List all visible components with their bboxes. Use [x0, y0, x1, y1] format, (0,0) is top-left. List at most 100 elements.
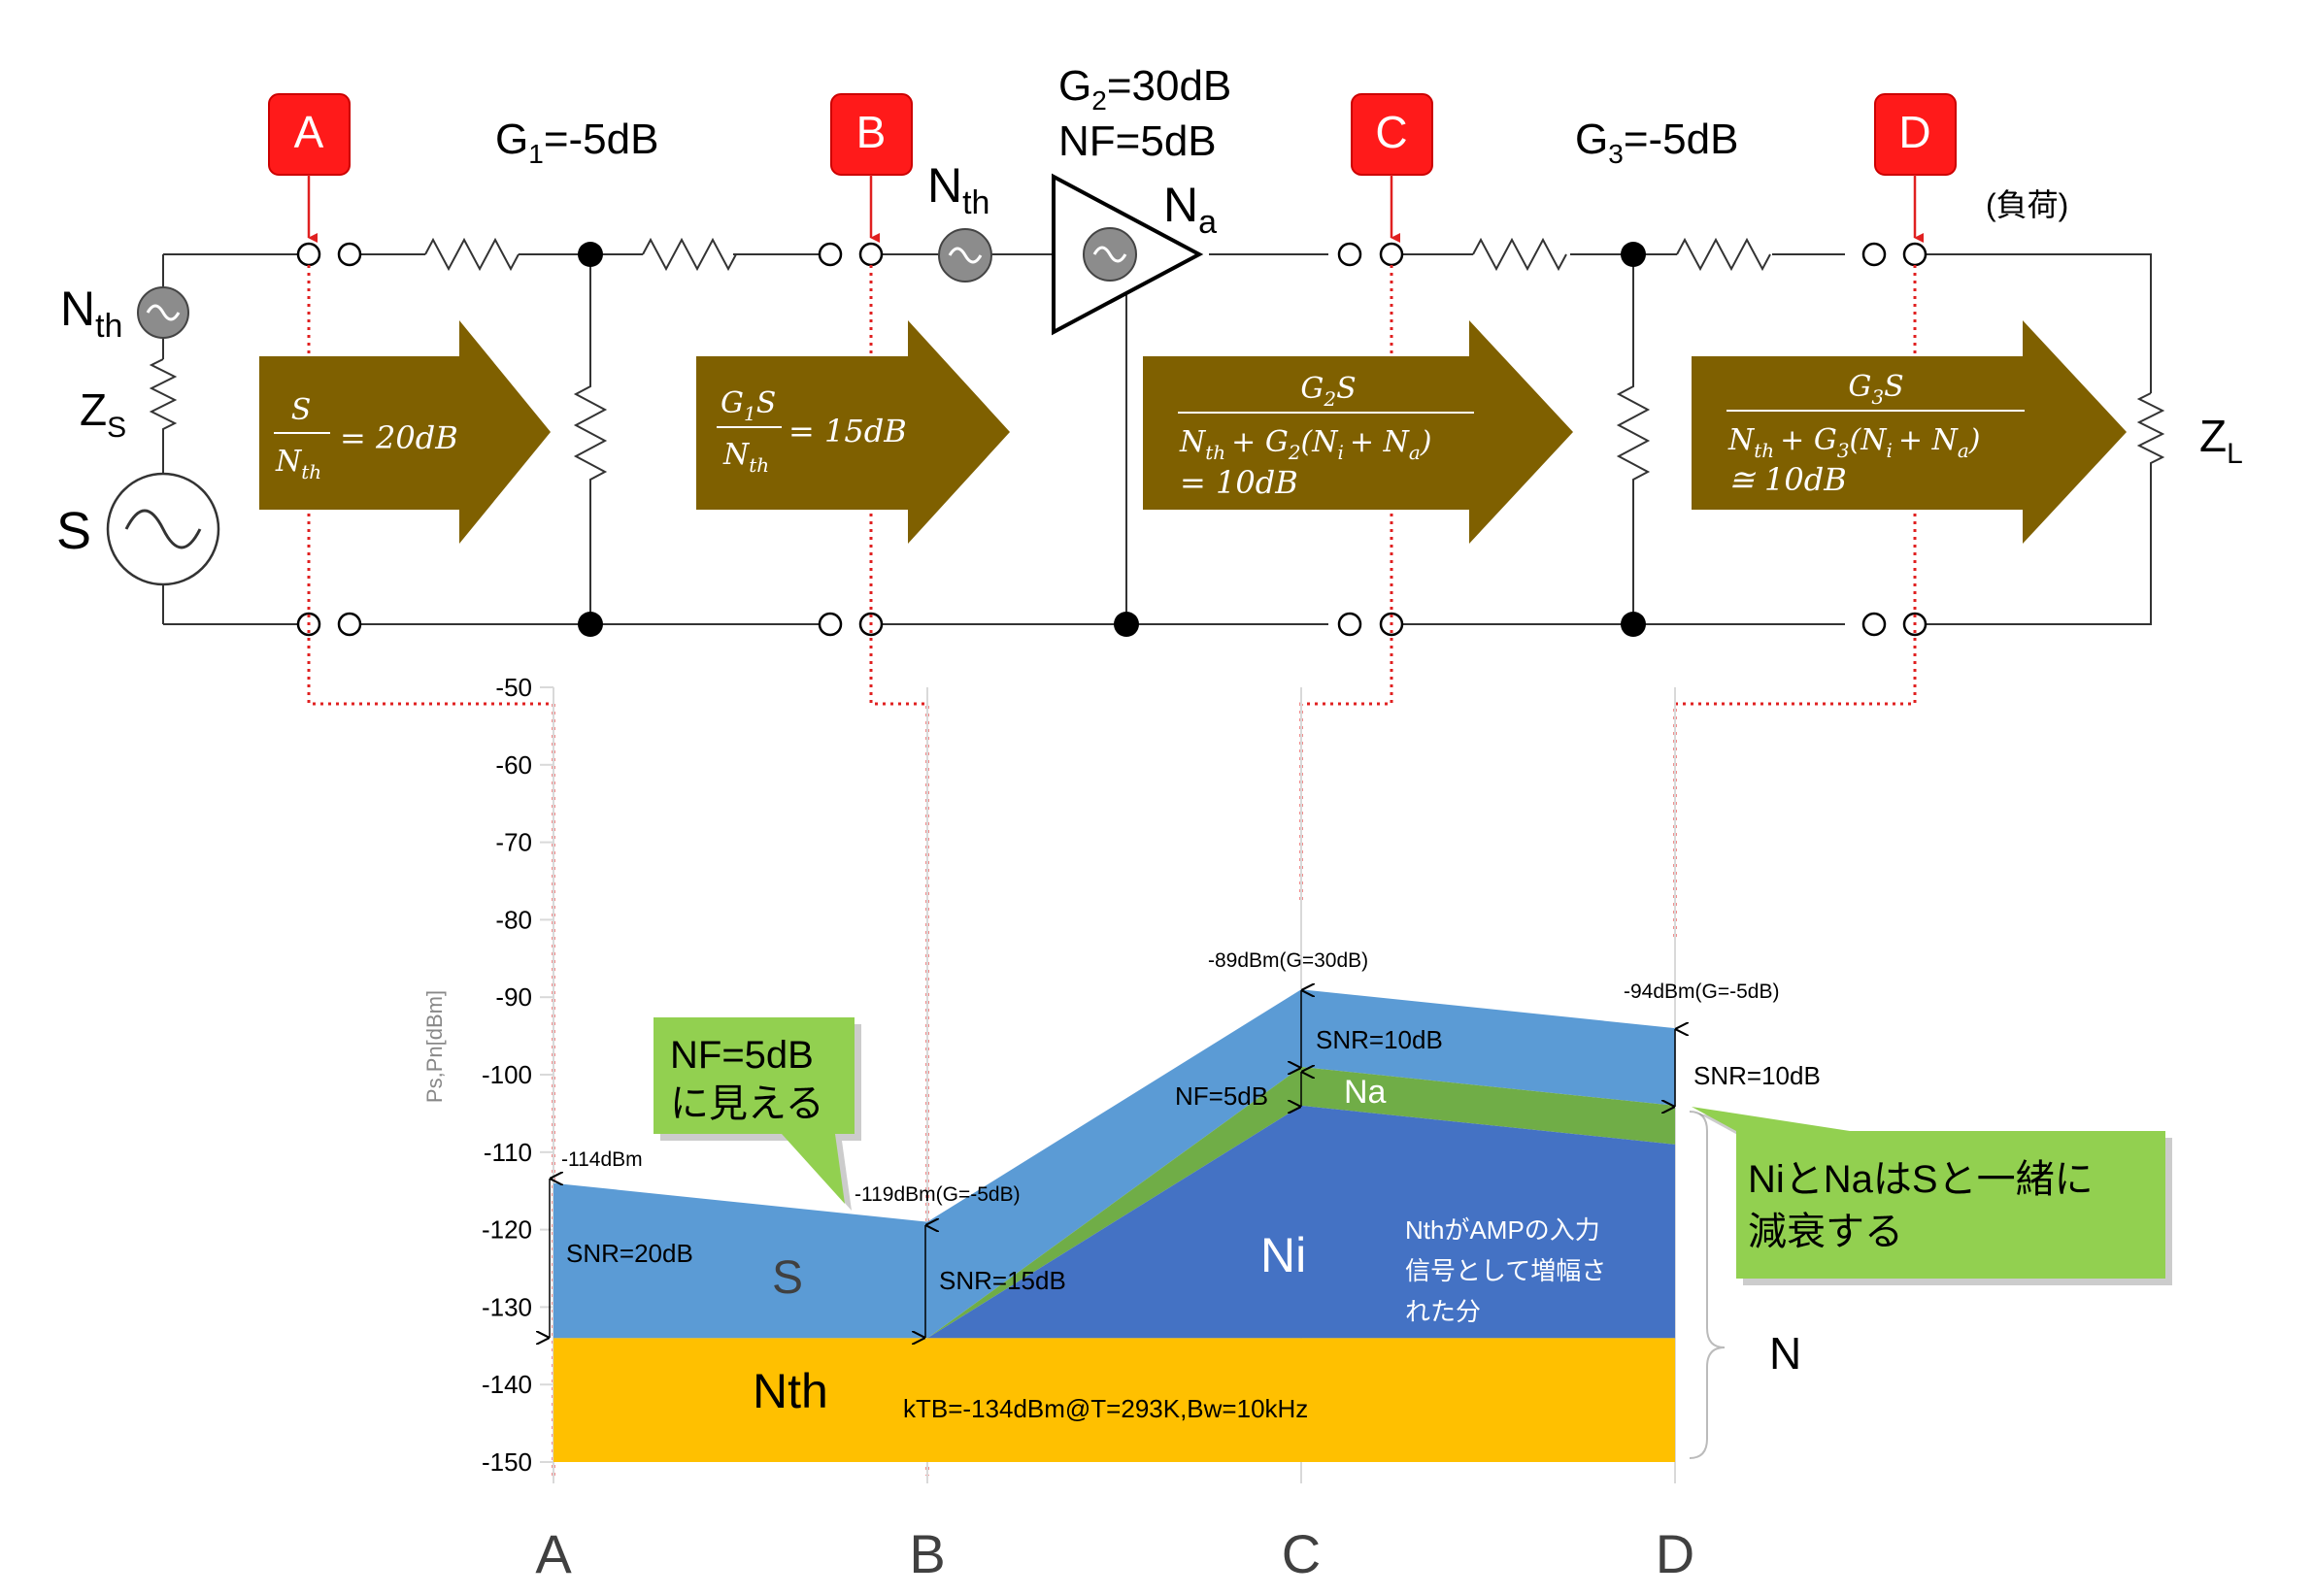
point-label-d: -94dBm(G=-5dB)	[1624, 981, 1779, 1003]
y-axis-ticks: -50-60-70-80-90-100-110-120-130-140-150	[482, 673, 532, 1477]
point-label-a: -114dBm	[561, 1148, 643, 1171]
snr-arrow-c-den: Nth+ G2(Ni+ Na)	[1179, 425, 1432, 464]
snr-label-c: SNR=10dB	[1316, 1025, 1443, 1054]
zl-label: ZL	[2199, 411, 2243, 470]
snr-arrow-a-den: Nth	[275, 445, 321, 483]
terminal	[1337, 612, 1362, 637]
y-tick-label: -110	[484, 1138, 532, 1167]
ktb-label: kTB=-134dBm@T=293K,Bw=10kHz	[903, 1394, 1308, 1423]
snr-arrow-c-num: G2S	[1300, 372, 1356, 411]
snr-arrow-a-num: S	[291, 393, 312, 427]
y-axis-label: Ps,Pn[dBm]	[422, 990, 447, 1103]
marker-d: D	[1874, 93, 1957, 243]
ni-note-line3: れた分	[1405, 1297, 1481, 1326]
x-tick-label: C	[1282, 1523, 1321, 1584]
terminal	[1337, 242, 1362, 267]
terminal	[818, 612, 843, 637]
junction-dot	[1621, 612, 1646, 637]
snr-arrow-b-den: Nth	[722, 438, 769, 477]
callout-nf-seen: NF=5dB に見える	[654, 1017, 861, 1211]
resistor-g1b	[642, 237, 737, 272]
region-label-ni: Ni	[1260, 1228, 1306, 1282]
area-s	[553, 989, 1675, 1339]
circuit	[149, 237, 2165, 625]
area-nth	[553, 1338, 1675, 1462]
region-label-s: S	[772, 1252, 803, 1304]
snr-arrow-a: S Nth = 20dB	[259, 320, 551, 544]
marker-c: C	[1351, 93, 1433, 243]
shunt-g3	[1616, 254, 1651, 624]
y-tick-label: -130	[482, 1292, 532, 1321]
callout-nf-seen-line2: に見える	[670, 1082, 824, 1125]
nth-source-label: Nth	[60, 282, 122, 345]
n-brace	[1689, 1111, 1726, 1459]
y-tick-label: -80	[495, 905, 532, 934]
region-label-na: Na	[1344, 1074, 1387, 1111]
snr-label-d: SNR=10dB	[1693, 1061, 1821, 1090]
resistor-g1a	[424, 237, 522, 272]
terminal	[858, 242, 884, 267]
area-ni	[553, 1105, 1675, 1339]
y-tick-label: -140	[482, 1370, 532, 1399]
marker-a-label: A	[294, 107, 324, 157]
y-tick-label: -70	[495, 828, 532, 857]
snr-arrow-d-den: Nth+ G3(Ni+ Na)	[1727, 423, 1981, 462]
nth-source-generator	[137, 286, 189, 339]
y-tick-label: -50	[495, 673, 532, 702]
snr-dimension-arrows	[550, 990, 1675, 1338]
snr-arrow-b-rhs: = 15dB	[788, 413, 907, 449]
nth-amp-generator	[938, 228, 992, 283]
marker-b-label: B	[856, 107, 887, 157]
snr-arrow-d: G3S Nth+ G3(Ni+ Na) ≅ 10dB	[1692, 320, 2127, 544]
snr-label-a: SNR=20dB	[566, 1239, 693, 1268]
zs-label: ZS	[80, 384, 126, 444]
y-tick-label: -120	[482, 1215, 532, 1245]
zs-resistor	[149, 358, 178, 437]
snr-arrow-b-num: G1S	[721, 386, 776, 425]
zl-resistor	[2136, 392, 2165, 495]
n-brace-label: N	[1769, 1328, 1801, 1379]
region-label-nth: Nth	[753, 1364, 828, 1418]
snr-arrow-d-num: G3S	[1848, 370, 1903, 409]
snr-arrow-d-rhs: ≅ 10dB	[1728, 461, 1847, 498]
marker-c-label: C	[1375, 107, 1407, 157]
terminal	[1861, 612, 1887, 637]
snr-arrow-b: G1S Nth = 15dB	[696, 320, 1010, 544]
nf-label: NF=5dB	[1058, 117, 1217, 165]
junction-dot	[1114, 612, 1139, 637]
snr-arrow-c: G2S Nth+ G2(Ni+ Na) = 10dB	[1143, 320, 1573, 544]
junction-dot	[578, 612, 603, 637]
point-label-c: -89dBm(G=30dB)	[1208, 949, 1368, 972]
junctions	[578, 242, 1646, 637]
na-label: Na	[1163, 178, 1217, 241]
resistor-g3a	[1472, 237, 1567, 272]
marker-d-label: D	[1898, 107, 1930, 157]
signal-source	[106, 472, 220, 586]
na-generator	[1083, 227, 1137, 282]
g2-label: G2=30dB	[1058, 62, 1231, 116]
y-tick-label: -90	[495, 982, 532, 1012]
callout-attenuate-line1: NiとNaはSと一緒に	[1748, 1158, 2094, 1201]
snr-label-b: SNR=15dB	[939, 1266, 1066, 1295]
nf-label-chart: NF=5dB	[1175, 1081, 1268, 1111]
terminal	[337, 242, 362, 267]
load-label: (負荷)	[1986, 187, 2068, 222]
snr-arrow-a-rhs: = 20dB	[340, 419, 458, 456]
terminal	[1902, 242, 1928, 267]
ni-note-line2: 信号として増幅さ	[1405, 1256, 1606, 1285]
terminals	[296, 242, 1928, 637]
callout-attenuate-line2: 減衰する	[1748, 1211, 1903, 1253]
y-tick-label: -100	[482, 1060, 532, 1089]
g1-label: G1=-5dB	[495, 116, 658, 169]
x-tick-label: D	[1656, 1523, 1694, 1584]
ni-note-line1: NthがAMPの入力	[1405, 1215, 1600, 1245]
terminal	[818, 242, 843, 267]
snr-arrow-c-rhs: = 10dB	[1180, 464, 1298, 501]
junction-dot	[578, 242, 603, 267]
rail-bottom-right	[1068, 495, 2152, 625]
g3-label: G3=-5dB	[1575, 116, 1738, 169]
callout-nf-seen-line1: NF=5dB	[670, 1034, 814, 1077]
marker-b: B	[830, 93, 913, 243]
